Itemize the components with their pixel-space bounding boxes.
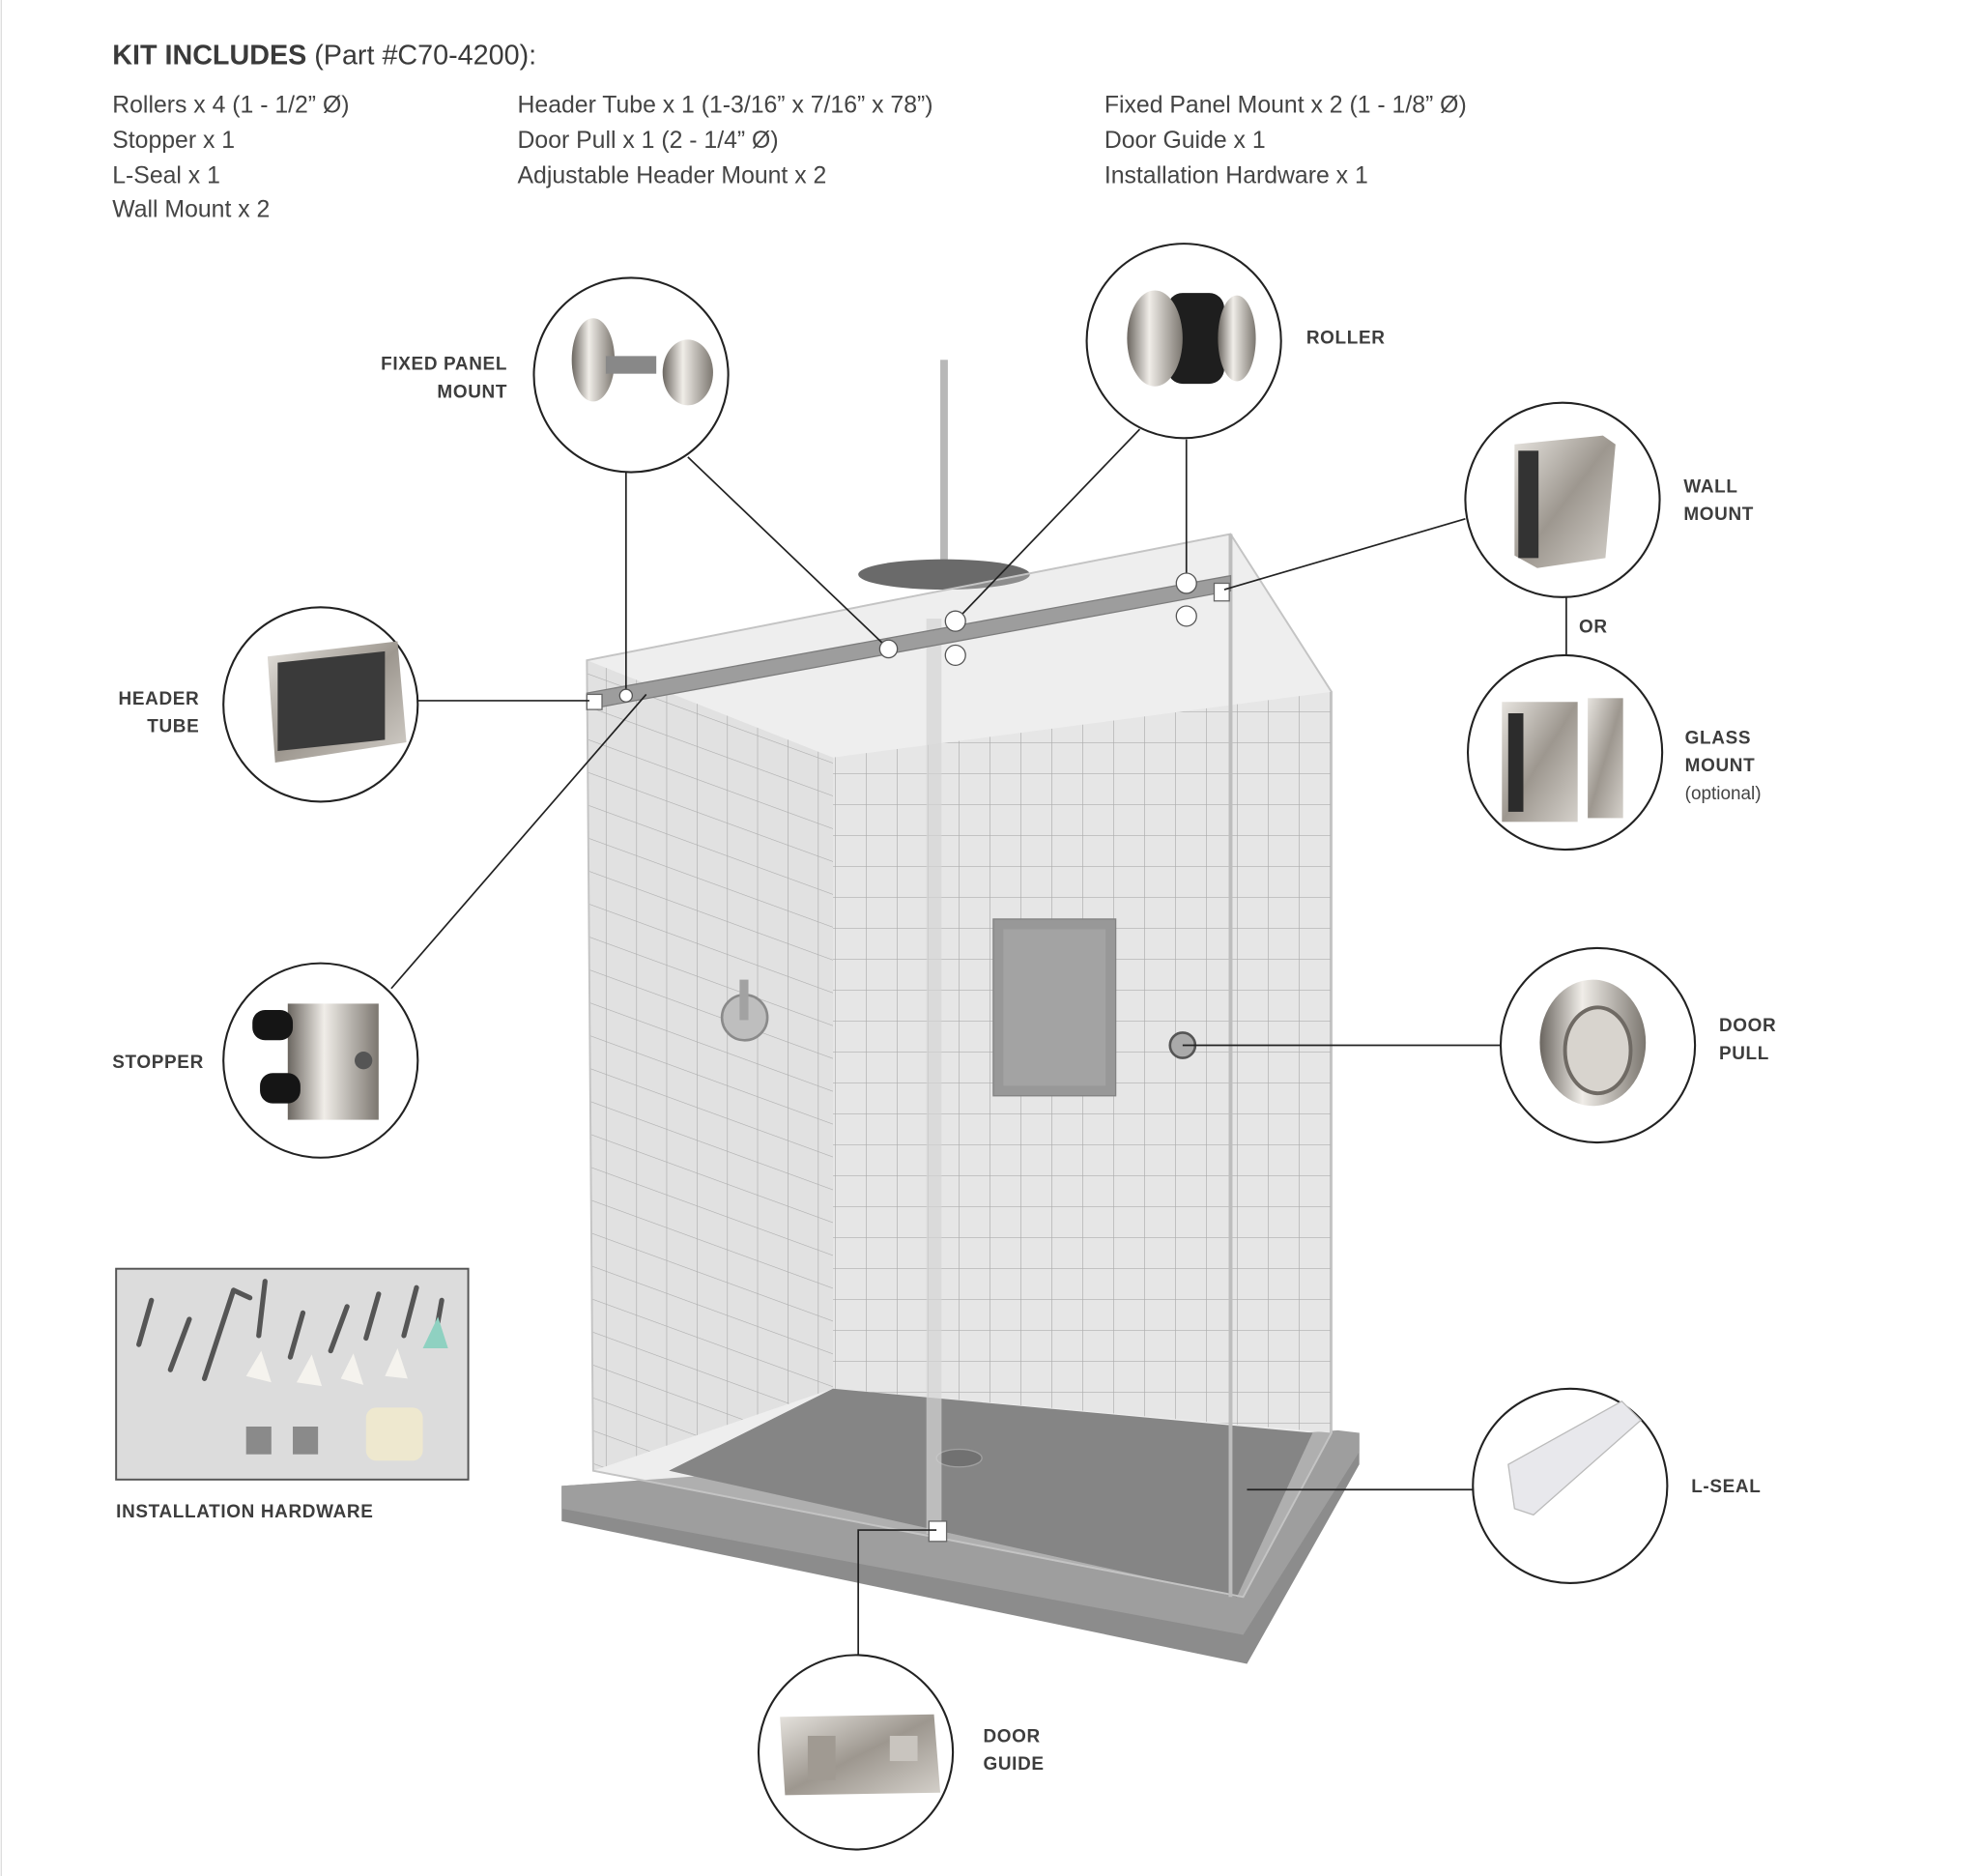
- callout-stopper: STOPPER: [112, 962, 419, 1159]
- callout-roller: ROLLER: [1085, 243, 1386, 440]
- callout-header-tube: HEADER TUBE: [119, 606, 419, 803]
- or-label: OR: [1579, 617, 1608, 637]
- kit-item: Wall Mount x 2: [112, 197, 270, 223]
- callout-l-seal: L-SEAL: [1472, 1387, 1761, 1584]
- callout-fixed-panel-mount: FIXED PANEL MOUNT: [381, 276, 730, 474]
- callout-glass-mount: GLASS MOUNT (optional): [1466, 653, 1762, 851]
- callout-label: L-SEAL: [1691, 1477, 1761, 1497]
- callout-label: HEADER: [119, 689, 200, 709]
- callout-label: GUIDE: [983, 1754, 1044, 1775]
- left-tile-wall: [587, 660, 834, 1471]
- callout-installation-hardware: INSTALLATION HARDWARE: [115, 1267, 470, 1522]
- callout-label: PULL: [1719, 1044, 1769, 1064]
- installation-hardware-image: [115, 1267, 470, 1481]
- kit-item: Stopper x 1: [112, 128, 235, 154]
- kit-item: Adjustable Header Mount x 2: [518, 162, 827, 188]
- callout-label: MOUNT: [1683, 505, 1754, 525]
- kit-item: Header Tube x 1 (1-3/16” x 7/16” x 78”): [518, 92, 933, 118]
- shower-illustration: [561, 360, 1360, 1664]
- callout-label: DOOR: [983, 1727, 1040, 1747]
- kit-title: KIT INCLUDES: [112, 41, 306, 72]
- kit-item: Fixed Panel Mount x 2 (1 - 1/8” Ø): [1104, 92, 1467, 118]
- callout-label: FIXED PANEL: [381, 355, 507, 375]
- kit-item: Door Pull x 1 (2 - 1/4” Ø): [518, 128, 779, 154]
- callout-label: DOOR: [1719, 1016, 1776, 1036]
- leader-lines: [390, 428, 1567, 1656]
- kit-item: Rollers x 4 (1 - 1/2” Ø): [112, 92, 349, 118]
- glass-enclosure: [586, 533, 1333, 1599]
- callout-label: INSTALLATION HARDWARE: [116, 1502, 373, 1522]
- callout-label: STOPPER: [112, 1053, 204, 1073]
- l-seal-image: [1507, 1400, 1642, 1516]
- kit-part-number: (Part #C70-4200):: [306, 41, 536, 72]
- glass-mount-image: [1588, 698, 1623, 819]
- sliding-door-edge: [926, 619, 942, 1534]
- kit-includes: KIT INCLUDES (Part #C70-4200): Rollers x…: [112, 41, 1466, 223]
- svg-text:KIT INCLUDES (Part #C70-4200):: KIT INCLUDES (Part #C70-4200):: [112, 41, 536, 72]
- callout-label: ROLLER: [1306, 328, 1386, 348]
- shower-pipe: [940, 360, 948, 568]
- callout-label: MOUNT: [437, 382, 507, 402]
- callout-label: (optional): [1685, 784, 1762, 804]
- shower-floor: [669, 1388, 1313, 1598]
- kit-item: Door Guide x 1: [1104, 128, 1266, 154]
- door-guide-marker: [928, 1520, 948, 1543]
- callout-door-pull: DOOR PULL: [1499, 946, 1776, 1144]
- roller-image: [1167, 293, 1224, 385]
- callout-label: WALL: [1683, 476, 1737, 497]
- callout-label: TUBE: [147, 717, 199, 737]
- kit-item: Installation Hardware x 1: [1104, 162, 1368, 188]
- wall-mount-image: [1514, 435, 1616, 568]
- fixed-panel-mount-image: [571, 318, 616, 402]
- callout-door-guide: DOOR GUIDE: [757, 1654, 1044, 1851]
- callout-label: GLASS: [1685, 728, 1751, 748]
- callout-wall-mount: WALL MOUNT OR: [1464, 401, 1754, 637]
- kit-item: L-Seal x 1: [112, 162, 220, 188]
- callout-label: MOUNT: [1685, 756, 1756, 776]
